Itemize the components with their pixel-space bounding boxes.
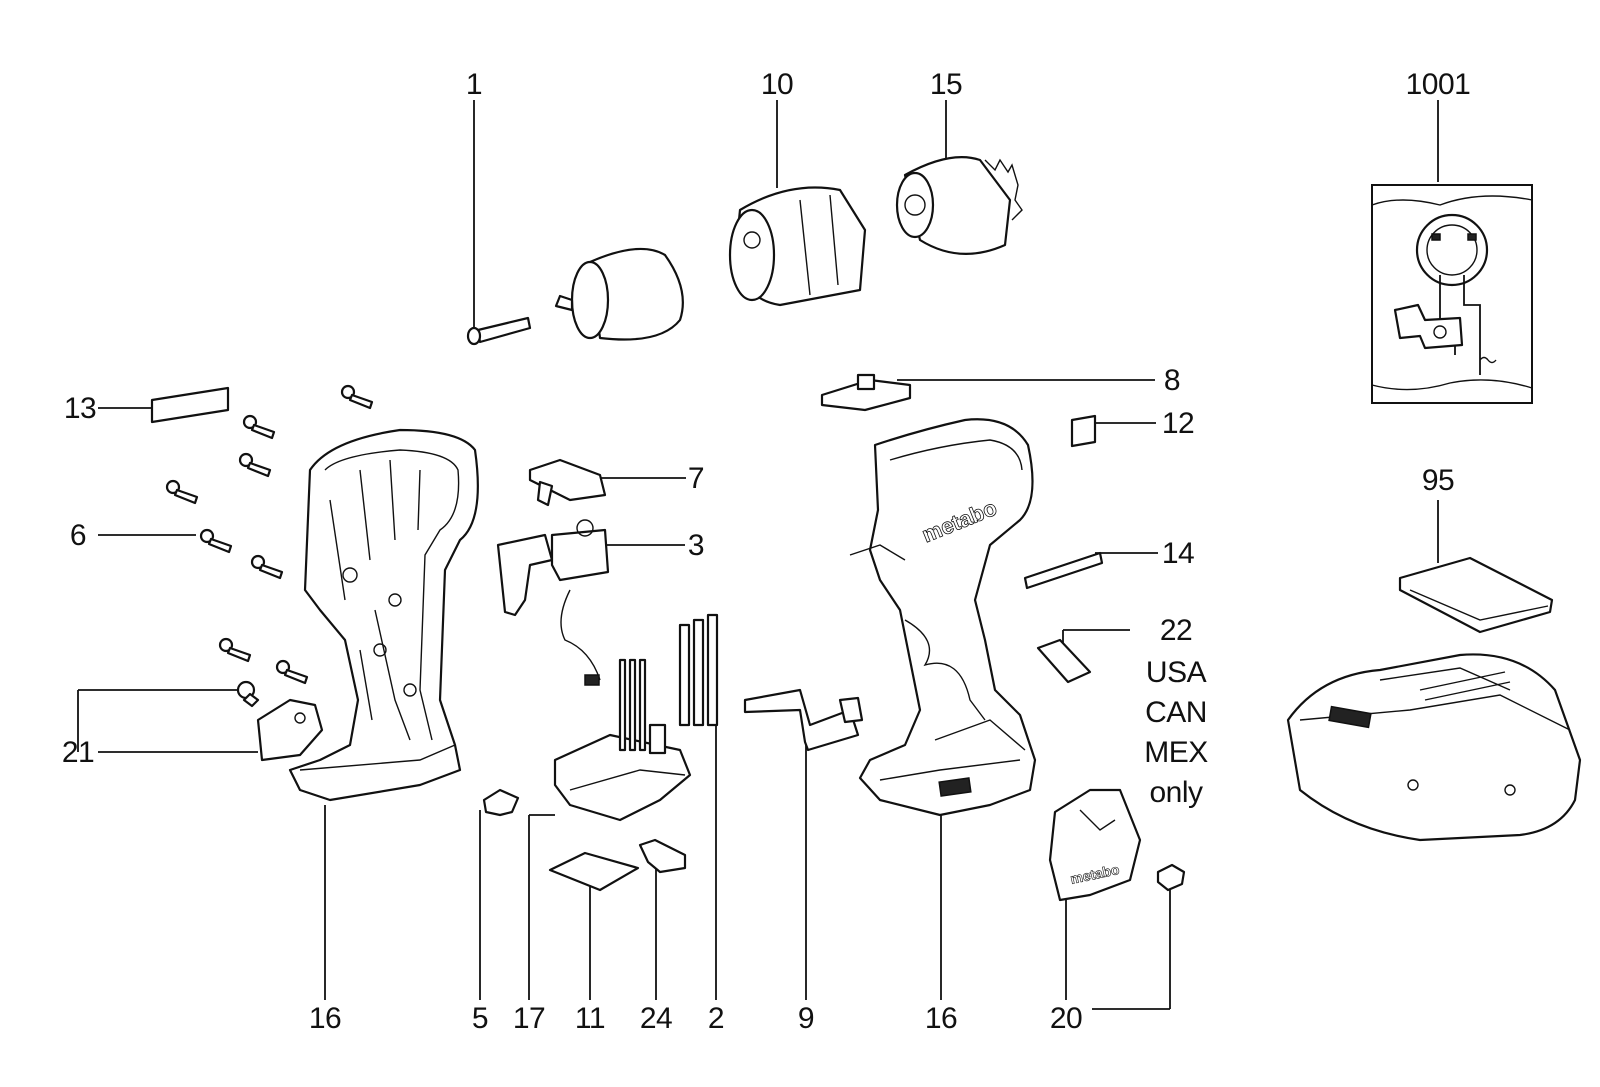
callout-7: 7 [688,462,704,495]
screw [199,528,233,554]
region-note-line-2: CAN [1145,696,1207,729]
part-12-label [1070,414,1097,448]
screw [242,414,276,440]
part-21-screw-and-cover [236,680,324,762]
callout-6: 6 [70,519,86,552]
part-1-pin [466,316,532,346]
part-22-label [1036,638,1092,684]
part-5-clip [482,788,520,817]
part-1001-schematic [1371,184,1533,404]
callout-2: 2 [708,1002,724,1035]
part-6-screws [165,384,374,685]
region-note-line-3: MEX [1144,736,1208,769]
part-20-cover: metabo [1048,788,1142,902]
callout-14: 14 [1162,537,1194,570]
battery-pack [1286,653,1582,842]
callout-22: 22 [1160,614,1192,647]
part-9-bracket [743,688,864,752]
callout-10: 10 [761,68,793,101]
callout-1001: 1001 [1406,68,1471,101]
part-24-clip [638,838,687,874]
region-note: USA CAN MEX only [1144,656,1209,809]
screw [340,384,374,410]
screw [165,479,199,505]
part-14-label [1023,551,1104,590]
part-7-button [528,458,607,507]
part-11-label [548,851,640,892]
part-17-electronics [553,658,692,822]
callout-12: 12 [1162,407,1194,440]
part-3-switch [496,519,610,686]
screw [218,637,252,663]
part-15-motor [895,156,1023,255]
chuck [554,247,684,341]
screw [250,554,284,580]
part-2-rods [678,613,719,727]
callout-labels: 1 10 15 1001 13 8 12 7 6 3 14 95 22 21 1… [62,68,1471,1035]
callout-20: 20 [1050,1002,1082,1035]
callout-3: 3 [688,529,704,562]
callout-16-right: 16 [925,1002,957,1035]
callout-24: 24 [640,1002,672,1035]
callout-13: 13 [64,392,96,425]
callout-95: 95 [1422,464,1454,497]
callout-16-left: 16 [309,1002,341,1035]
screw [238,452,272,478]
region-note-line-4: only [1149,776,1203,809]
callout-21: 21 [62,736,94,769]
part-10-gearbox [728,186,867,307]
region-note-line-1: USA [1146,656,1207,689]
part-95-contact-plate [1398,556,1554,634]
callout-1: 1 [466,68,482,101]
part-20-screw [1156,863,1186,892]
callout-15: 15 [930,68,962,101]
part-16-left-housing [288,428,479,802]
callout-11: 11 [575,1002,605,1035]
callout-8: 8 [1164,364,1180,397]
callout-9: 9 [798,1002,814,1035]
callout-17: 17 [513,1002,545,1035]
callout-5: 5 [472,1002,488,1035]
part-8-slider [820,373,912,412]
part-13-label [150,386,230,424]
screw [275,659,309,685]
part-16-right-housing: metabo [849,418,1037,817]
